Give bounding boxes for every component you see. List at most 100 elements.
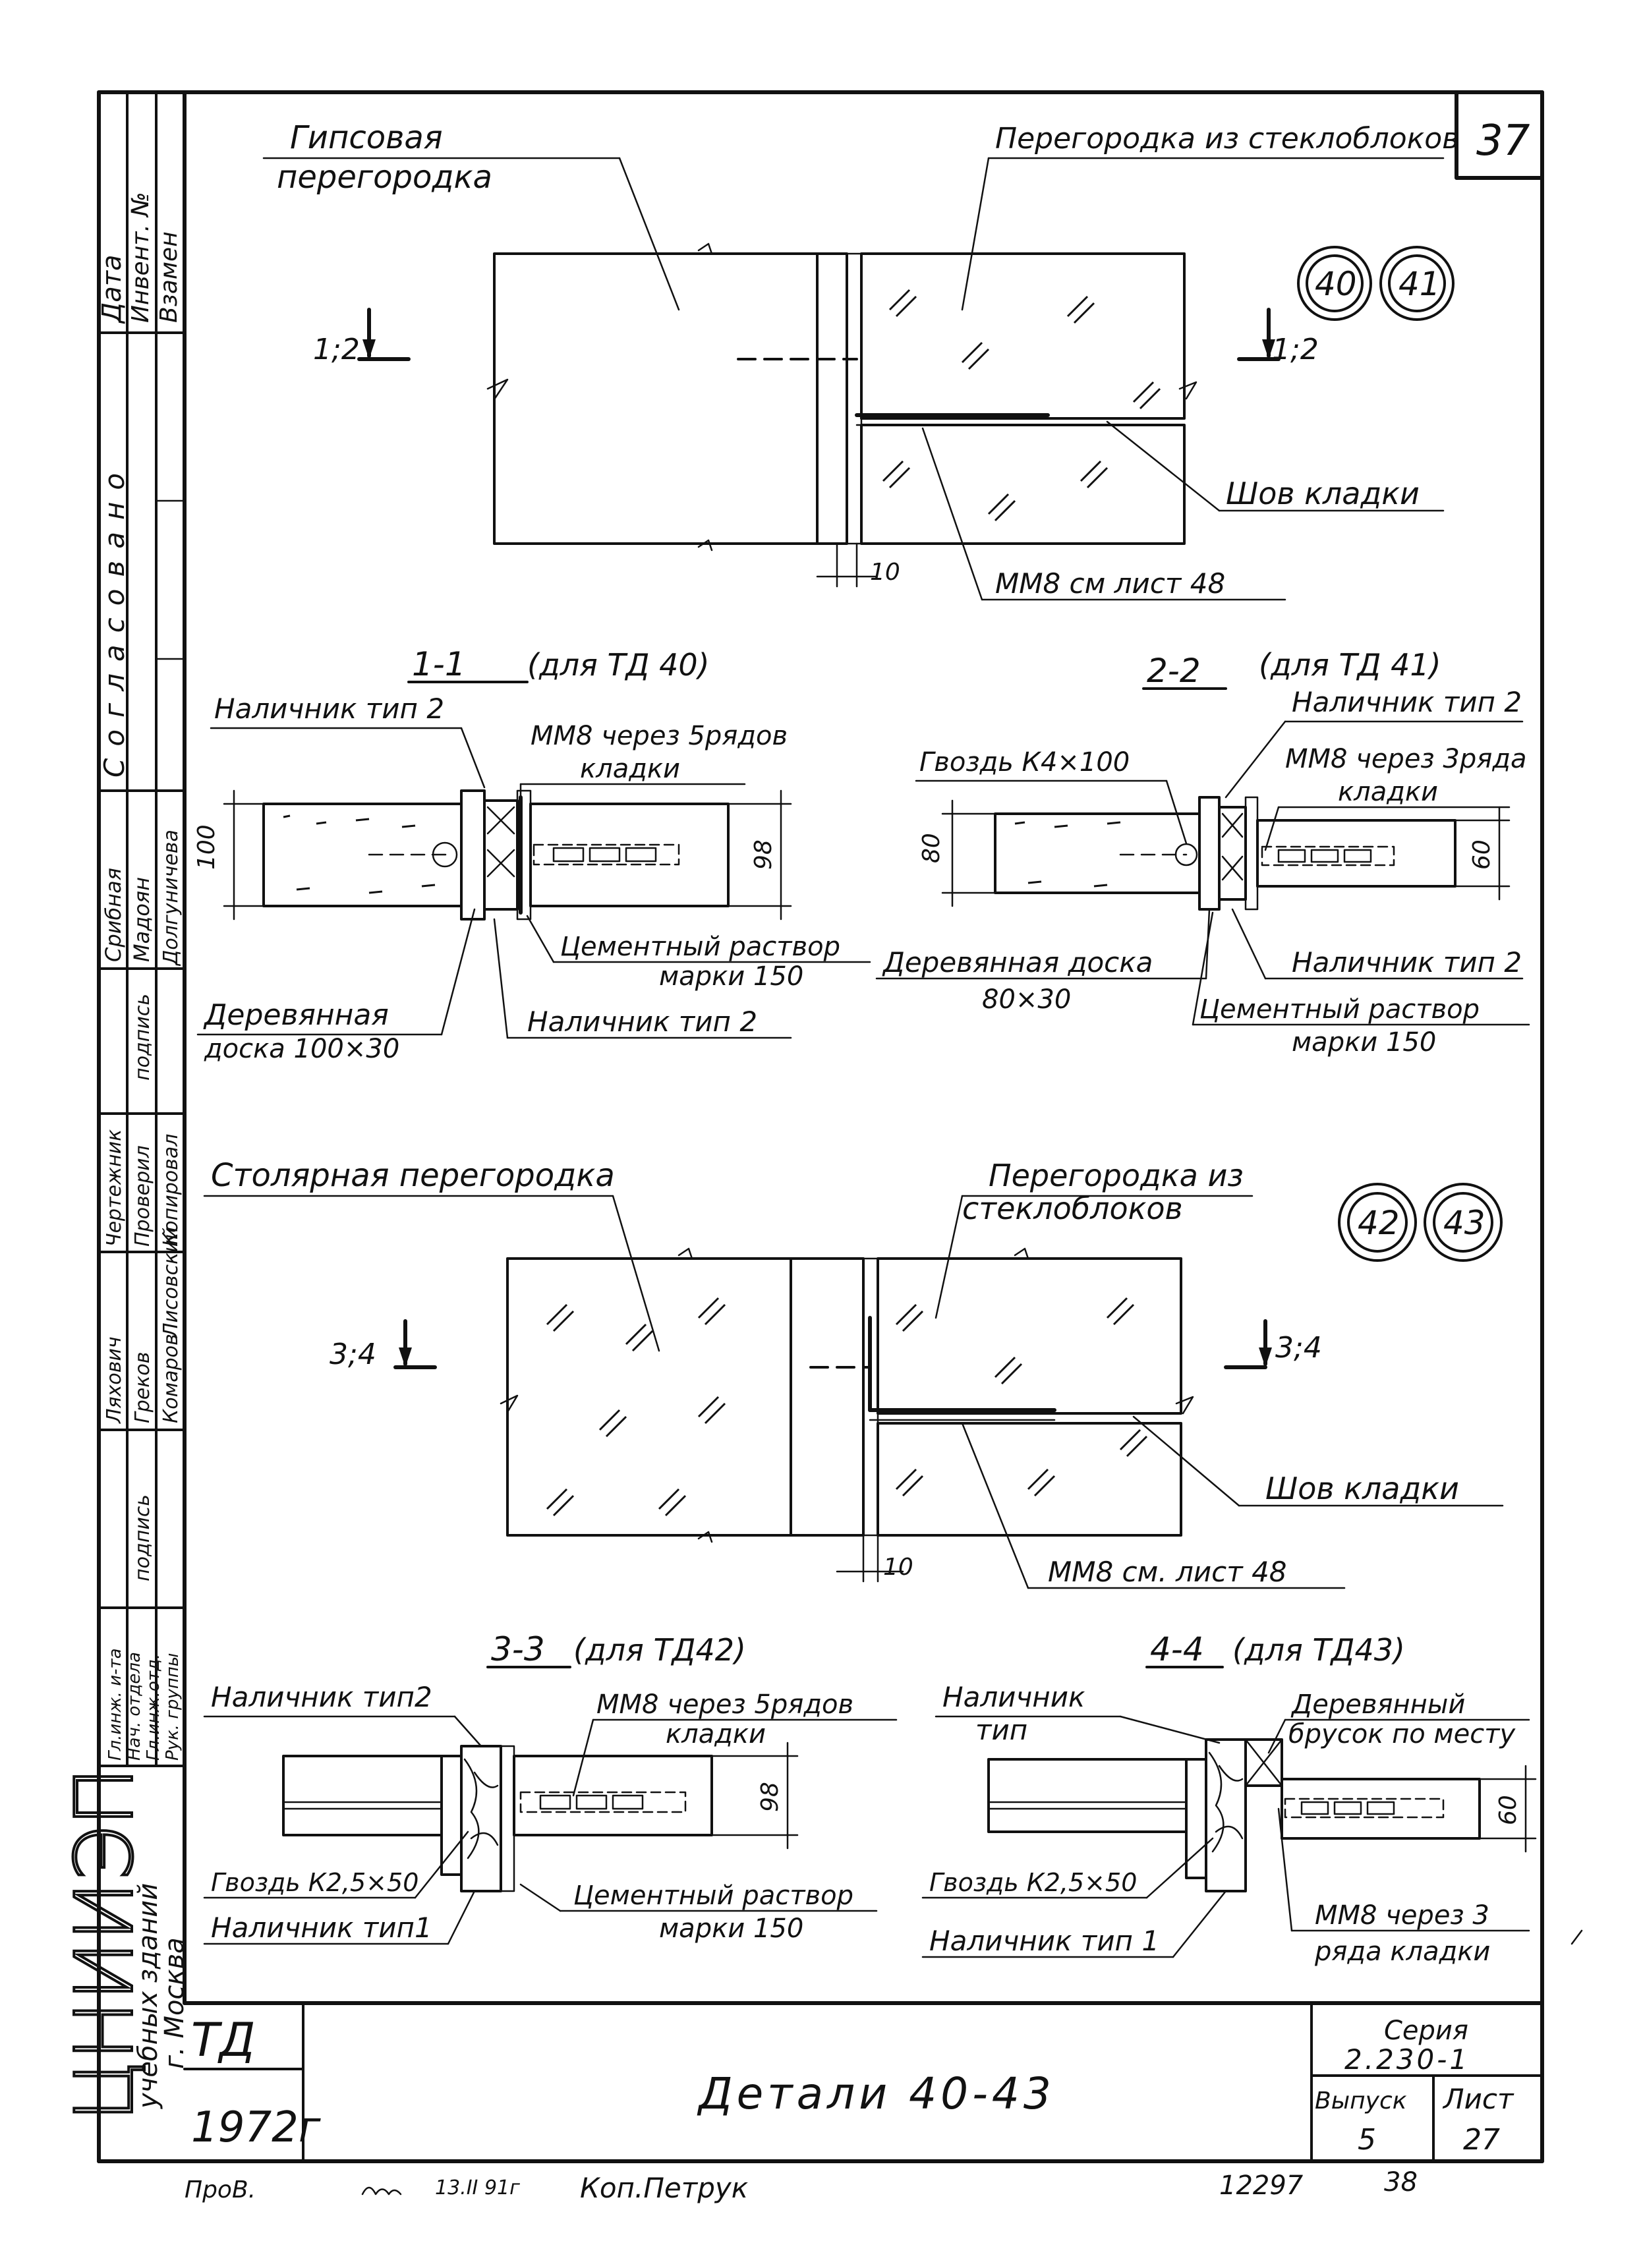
badge-43: 43 (1424, 1183, 1503, 1262)
stamp-chief-2: Нач. отдела (125, 1652, 144, 1761)
view1-label-left-1: Гипсовая (290, 119, 443, 156)
sec33-subtitle: (для ТД42) (573, 1632, 746, 1668)
view1-label-right: Перегородка из стеклоблоков (995, 122, 1459, 156)
sec11-board-2: доска 100×30 (204, 1034, 399, 1064)
view1-cut-right: 1;2 (1272, 333, 1319, 366)
sec44-bar-1: Деревянный (1290, 1689, 1465, 1720)
sec44-subtitle: (для ТД43) (1232, 1632, 1405, 1668)
stamp-role-3: Копировал (159, 1134, 183, 1247)
series-value: 2.230-1 (1344, 2043, 1470, 2076)
stamp-chief-1: Гл.инж. и-та (105, 1648, 125, 1761)
sec11-nal-bottom: Наличник тип 2 (527, 1006, 757, 1038)
stamp-name-3: Долгуничева (159, 830, 183, 967)
sec22-title: 2-2 (1147, 652, 1201, 690)
sec22-mm8-2: кладки (1338, 777, 1438, 807)
footer-signature (361, 2186, 402, 2196)
org-subtitle: учебных зданий (133, 1883, 163, 2109)
sec22-mm8-1: ММ8 через 3ряда (1285, 744, 1526, 774)
glass-block-top (860, 252, 1186, 420)
sec33-dim-right: 98 (757, 1782, 784, 1812)
stamp-name-1: Срибная (101, 868, 126, 962)
section-2-2: 2-2 (для ТД 41) 80 60 Наличник тип 2 Гво… (875, 647, 1530, 1058)
view-2: Столярная перегородка Перегородка из сте… (203, 1157, 1504, 1589)
section-4-4: 4-4 (для ТД43) 60 Наличник тип Деревянны… (921, 1630, 1537, 1967)
stamp-inventory: Инвент. № (127, 192, 154, 323)
sec22-subtitle: (для ТД 41) (1259, 647, 1441, 683)
sec44-nail: Гвоздь К2,5×50 (929, 1868, 1137, 1897)
sec11-cement-1: Цементный раствор (560, 932, 840, 962)
stamp-chief-3: Гл.инж.отд. (144, 1654, 163, 1761)
sec11-dim-right: 98 (750, 839, 777, 870)
sec33-cement-1: Цементный раствор (573, 1881, 853, 1911)
sec11-cement-2: марки 150 (659, 961, 803, 992)
drawing-title: Детали 40-43 (697, 2068, 1055, 2119)
td-year: 1972г (191, 2103, 321, 2152)
board-strip (816, 252, 848, 545)
sheet-number: 37 (1476, 117, 1530, 165)
svg-text:40: 40 (1315, 265, 1357, 303)
stamp-person-1: Ляхович (103, 1336, 126, 1424)
badge-42: 42 (1338, 1183, 1417, 1262)
view2-seam: Шов кладки (1265, 1471, 1459, 1506)
sec22-board-1: Деревянная доска (882, 946, 1153, 978)
sheet-label: Лист (1442, 2083, 1514, 2115)
sec33-nail: Гвоздь К2,5×50 (211, 1868, 418, 1897)
view2-dim: 10 (883, 1554, 913, 1581)
glass-block-bottom (860, 424, 1186, 545)
section-3-3: 3-3 (для ТД42) 98 Наличник тип2 ММ8 чере… (203, 1630, 898, 1945)
sec11-mm8-1: ММ8 через 5рядов (531, 721, 788, 751)
td-code: ТД (191, 2013, 255, 2067)
sec44-dim-right: 60 (1495, 1795, 1522, 1825)
stamp-person-3: Комаров (159, 1334, 183, 1423)
sheet-frame (97, 90, 1544, 2163)
stamp-agreed: Согласовано (98, 461, 130, 778)
section-1-1: 1-1 (для ТД 40) 100 98 Наличник тип 2 М (193, 645, 871, 1064)
stamp-role-1: Чертежник (103, 1129, 126, 1247)
stamp-signature-2: подпись (131, 1494, 154, 1581)
sec44-bar-2: брусок по месту (1288, 1719, 1516, 1749)
stamp-signature-1: подпись (131, 994, 154, 1081)
sec22-nal-bottom: Наличник тип 2 (1292, 946, 1522, 978)
footer-date: 13.II 91г (435, 2176, 520, 2199)
side-stamp: Дата Инвент. № Взамен Согласовано Срибна… (58, 90, 190, 2163)
sec11-mm8-2: кладки (580, 754, 680, 784)
sec44-nal-bottom: Наличник тип 1 (929, 1925, 1159, 1957)
sec11-nal-top: Наличник тип 2 (214, 693, 444, 725)
sec44-nal-top-2: тип (975, 1714, 1027, 1746)
glass-hatches-2 (546, 1297, 1148, 1517)
sec44-title: 4-4 (1150, 1630, 1204, 1668)
sec22-dim-left: 80 (918, 833, 945, 863)
sec33-nal-bottom: Наличник тип1 (211, 1912, 432, 1944)
badge-40: 40 (1297, 246, 1372, 321)
stamp-name-2: Мадоян (129, 877, 154, 962)
sec22-dim-right: 60 (1468, 839, 1495, 870)
stamp-person-2: Греков (131, 1352, 154, 1423)
sec44-nal-top-1: Наличник (942, 1681, 1085, 1713)
sec22-board-2: 80×30 (982, 984, 1071, 1015)
view2-label-left: Столярная перегородка (211, 1157, 615, 1194)
footer: ПроВ. 13.II 91г Коп.Петрук 12297 38 (185, 2167, 1418, 2204)
stamp-chief-4: Рук. группы (163, 1653, 183, 1761)
view1-dim: 10 (870, 559, 900, 586)
view1-mesh: ММ8 см лист 48 (995, 567, 1225, 600)
view2-cut-left: 3;4 (330, 1338, 376, 1371)
sheet-number-box (1455, 90, 1544, 180)
series-label: Серия (1384, 2016, 1468, 2046)
badge-41: 41 (1379, 246, 1455, 321)
footer-copy: Коп.Петрук (580, 2172, 749, 2204)
sec33-title: 3-3 (491, 1630, 545, 1668)
sec11-dim-left: 100 (193, 824, 220, 870)
stamp-replace: Взамен (156, 231, 183, 323)
sec44-mm8-1: ММ8 через 3 (1315, 1900, 1489, 1931)
sec22-cement-1: Цементный раствор (1199, 994, 1480, 1025)
sec33-nal-top: Наличник тип2 (211, 1681, 432, 1713)
sec33-mm8-1: ММ8 через 5рядов (596, 1689, 853, 1720)
sheet-value: 27 (1463, 2123, 1500, 2157)
glass-hatches-1 (882, 289, 1161, 522)
view1-seam: Шов кладки (1226, 476, 1420, 511)
gypsum-partition (493, 252, 819, 545)
footer-num: 38 (1384, 2167, 1418, 2197)
org-name: ЦНИИЭП (59, 1767, 151, 2122)
